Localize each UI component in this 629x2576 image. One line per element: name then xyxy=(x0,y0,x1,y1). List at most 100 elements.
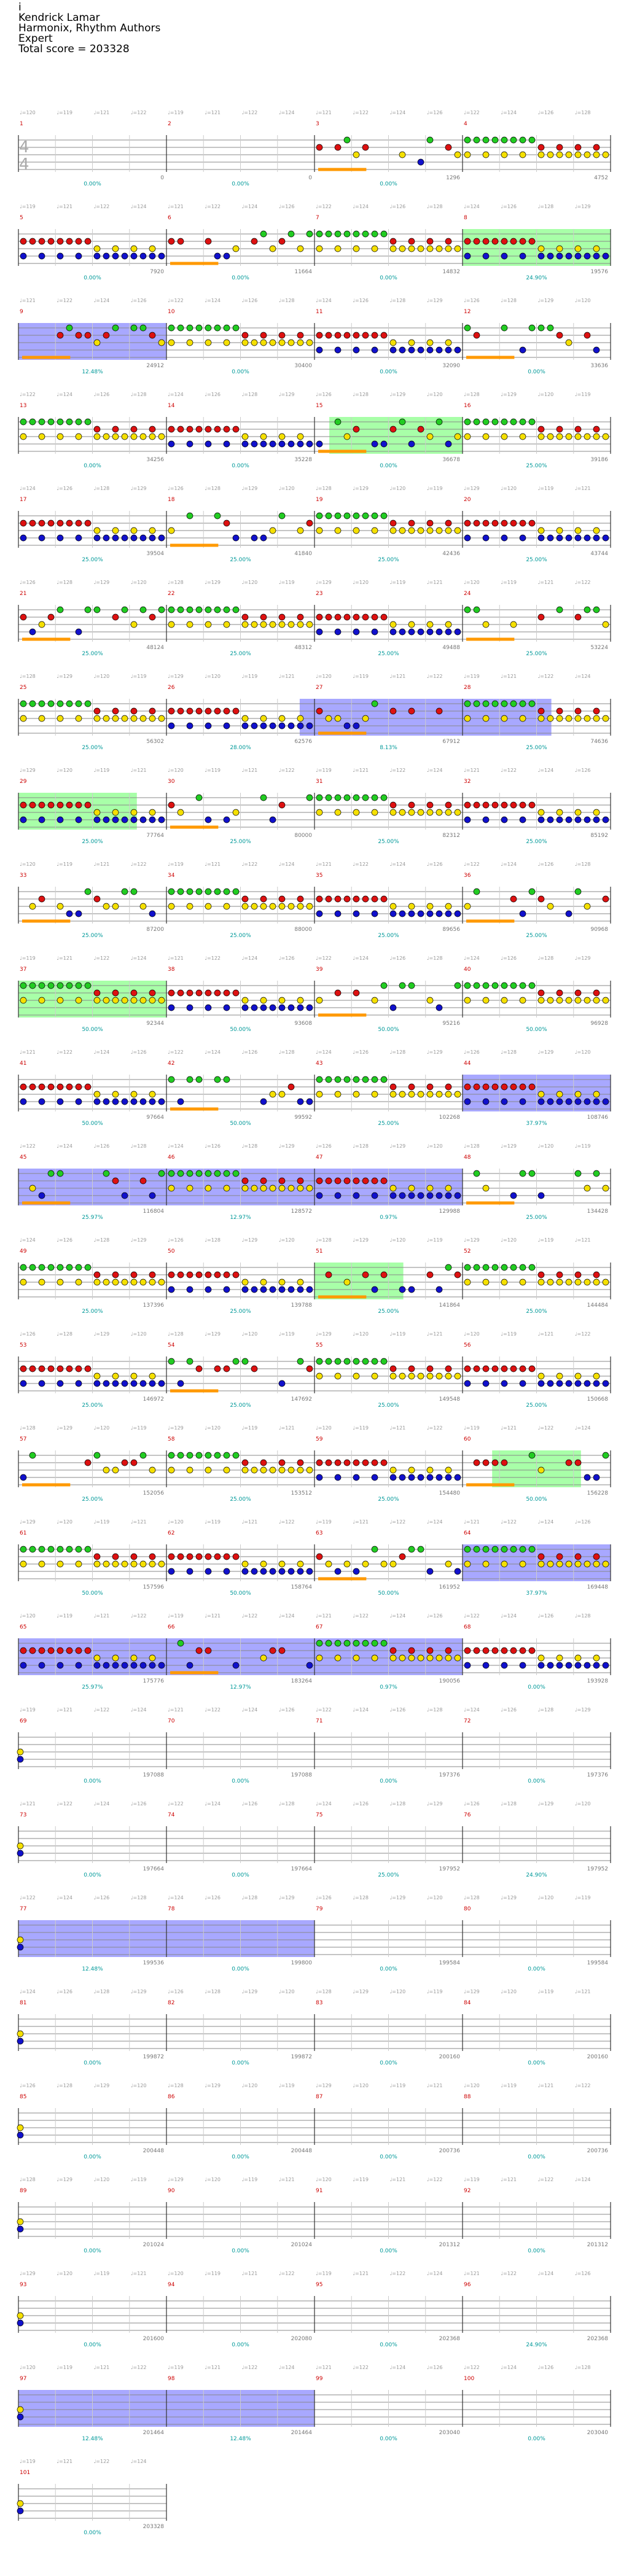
note-gem xyxy=(186,1271,193,1278)
note-gem xyxy=(149,245,156,252)
note-gem xyxy=(380,440,388,448)
tempo-label: ♩=124 xyxy=(94,1049,110,1055)
measure-score: 92344 xyxy=(146,1021,164,1027)
note-gem xyxy=(149,1553,156,1560)
note-gem xyxy=(112,1177,119,1185)
note-gem xyxy=(593,1098,600,1105)
tempo-label: ♩=122 xyxy=(464,862,480,867)
note-gem xyxy=(556,433,563,440)
tempo-label: ♩=121 xyxy=(205,1613,221,1619)
note-gem xyxy=(112,1372,119,1380)
note-gem xyxy=(426,339,434,346)
note-gem xyxy=(537,324,545,332)
tempo-label: ♩=120 xyxy=(242,580,258,585)
note-gem xyxy=(473,1546,480,1553)
measure-score: 175776 xyxy=(143,1678,165,1684)
tempo-label: ♩=120 xyxy=(94,674,110,679)
note-gem xyxy=(130,1098,138,1105)
measure-number: 93 xyxy=(20,2282,26,2288)
tempo-label: ♩=129 xyxy=(353,486,369,491)
tempo-label: ♩=121 xyxy=(57,2459,72,2464)
tempo-label: ♩=129 xyxy=(205,1331,221,1337)
note-gem xyxy=(325,1560,332,1568)
overdrive-percent: 25.00% xyxy=(82,1309,103,1315)
note-gem xyxy=(565,997,572,1004)
note-gem xyxy=(177,1452,184,1459)
note-gem xyxy=(158,534,165,542)
note-gem xyxy=(251,1568,258,1575)
note-gem xyxy=(325,1459,332,1466)
note-gem xyxy=(436,1474,443,1481)
note-gem xyxy=(584,903,591,910)
measure-number: 35 xyxy=(316,873,322,879)
measure-number: 32 xyxy=(464,779,471,785)
note-gem xyxy=(593,1662,600,1669)
overdrive-percent: 24.90% xyxy=(526,275,547,281)
tempo-label: ♩=126 xyxy=(242,1801,258,1807)
note-gem xyxy=(251,534,258,542)
note-gem xyxy=(112,613,119,621)
note-gem xyxy=(278,1560,286,1568)
note-gem xyxy=(371,1474,378,1481)
tempo-label: ♩=124 xyxy=(316,1049,332,1055)
note-gem xyxy=(362,715,369,722)
note-gem xyxy=(38,252,45,260)
measure-score: 203328 xyxy=(143,2524,165,2530)
note-gem xyxy=(149,809,156,816)
note-gem xyxy=(20,433,27,440)
tempo-label: ♩=122 xyxy=(353,1613,369,1619)
tempo-label: ♩=120 xyxy=(131,1331,147,1337)
time-signature-bottom: 4 xyxy=(19,155,29,174)
note-gem xyxy=(232,534,240,542)
overdrive-percent: 50.00% xyxy=(230,1027,251,1033)
note-gem xyxy=(223,1286,230,1293)
note-gem xyxy=(519,715,526,722)
measure-score: 53224 xyxy=(590,645,608,651)
note-gem xyxy=(445,245,452,252)
note-gem xyxy=(278,1459,286,1466)
note-gem xyxy=(306,1662,313,1669)
measure-number: 81 xyxy=(20,2000,26,2006)
note-gem xyxy=(93,252,101,260)
note-gem xyxy=(343,895,351,903)
measure-score: 80000 xyxy=(294,833,312,839)
note-gem xyxy=(325,1177,332,1185)
tempo-label: ♩=122 xyxy=(131,862,147,867)
tempo-label: ♩=128 xyxy=(501,1049,517,1055)
tempo-label: ♩=128 xyxy=(390,1049,406,1055)
note-gem xyxy=(47,982,55,989)
note-gem xyxy=(29,238,36,245)
note-gem xyxy=(537,707,545,715)
tempo-label: ♩=124 xyxy=(20,486,36,491)
note-gem xyxy=(473,801,480,809)
note-gem xyxy=(57,982,64,989)
note-gem xyxy=(574,613,582,621)
note-gem xyxy=(399,1654,406,1662)
note-gem xyxy=(260,339,267,346)
measure-score: 201024 xyxy=(291,2242,313,2248)
tempo-label: ♩=121 xyxy=(168,1707,184,1713)
note-gem xyxy=(436,245,443,252)
tempo-label: ♩=126 xyxy=(390,955,406,961)
note-gem xyxy=(547,534,554,542)
note-gem xyxy=(93,534,101,542)
overdrive-percent: 0.00% xyxy=(528,2436,545,2442)
note-gem xyxy=(399,910,406,917)
tempo-label: ♩=122 xyxy=(464,110,480,115)
tempo-label: ♩=126 xyxy=(94,392,110,397)
note-gem xyxy=(241,1185,249,1192)
tempo-label: ♩=126 xyxy=(279,955,295,961)
note-gem xyxy=(297,1459,304,1466)
overdrive-percent: 0.00% xyxy=(84,1778,101,1784)
note-gem xyxy=(353,809,360,816)
note-gem xyxy=(241,433,249,440)
note-gem xyxy=(112,527,119,534)
note-gem xyxy=(130,888,138,895)
measure-score: 197952 xyxy=(587,1866,608,1872)
tempo-label: ♩=129 xyxy=(242,486,258,491)
note-gem xyxy=(501,1459,508,1466)
note-gem xyxy=(47,1170,55,1177)
note-gem xyxy=(464,801,471,809)
note-gem xyxy=(426,1372,434,1380)
note-gem xyxy=(278,1185,286,1192)
